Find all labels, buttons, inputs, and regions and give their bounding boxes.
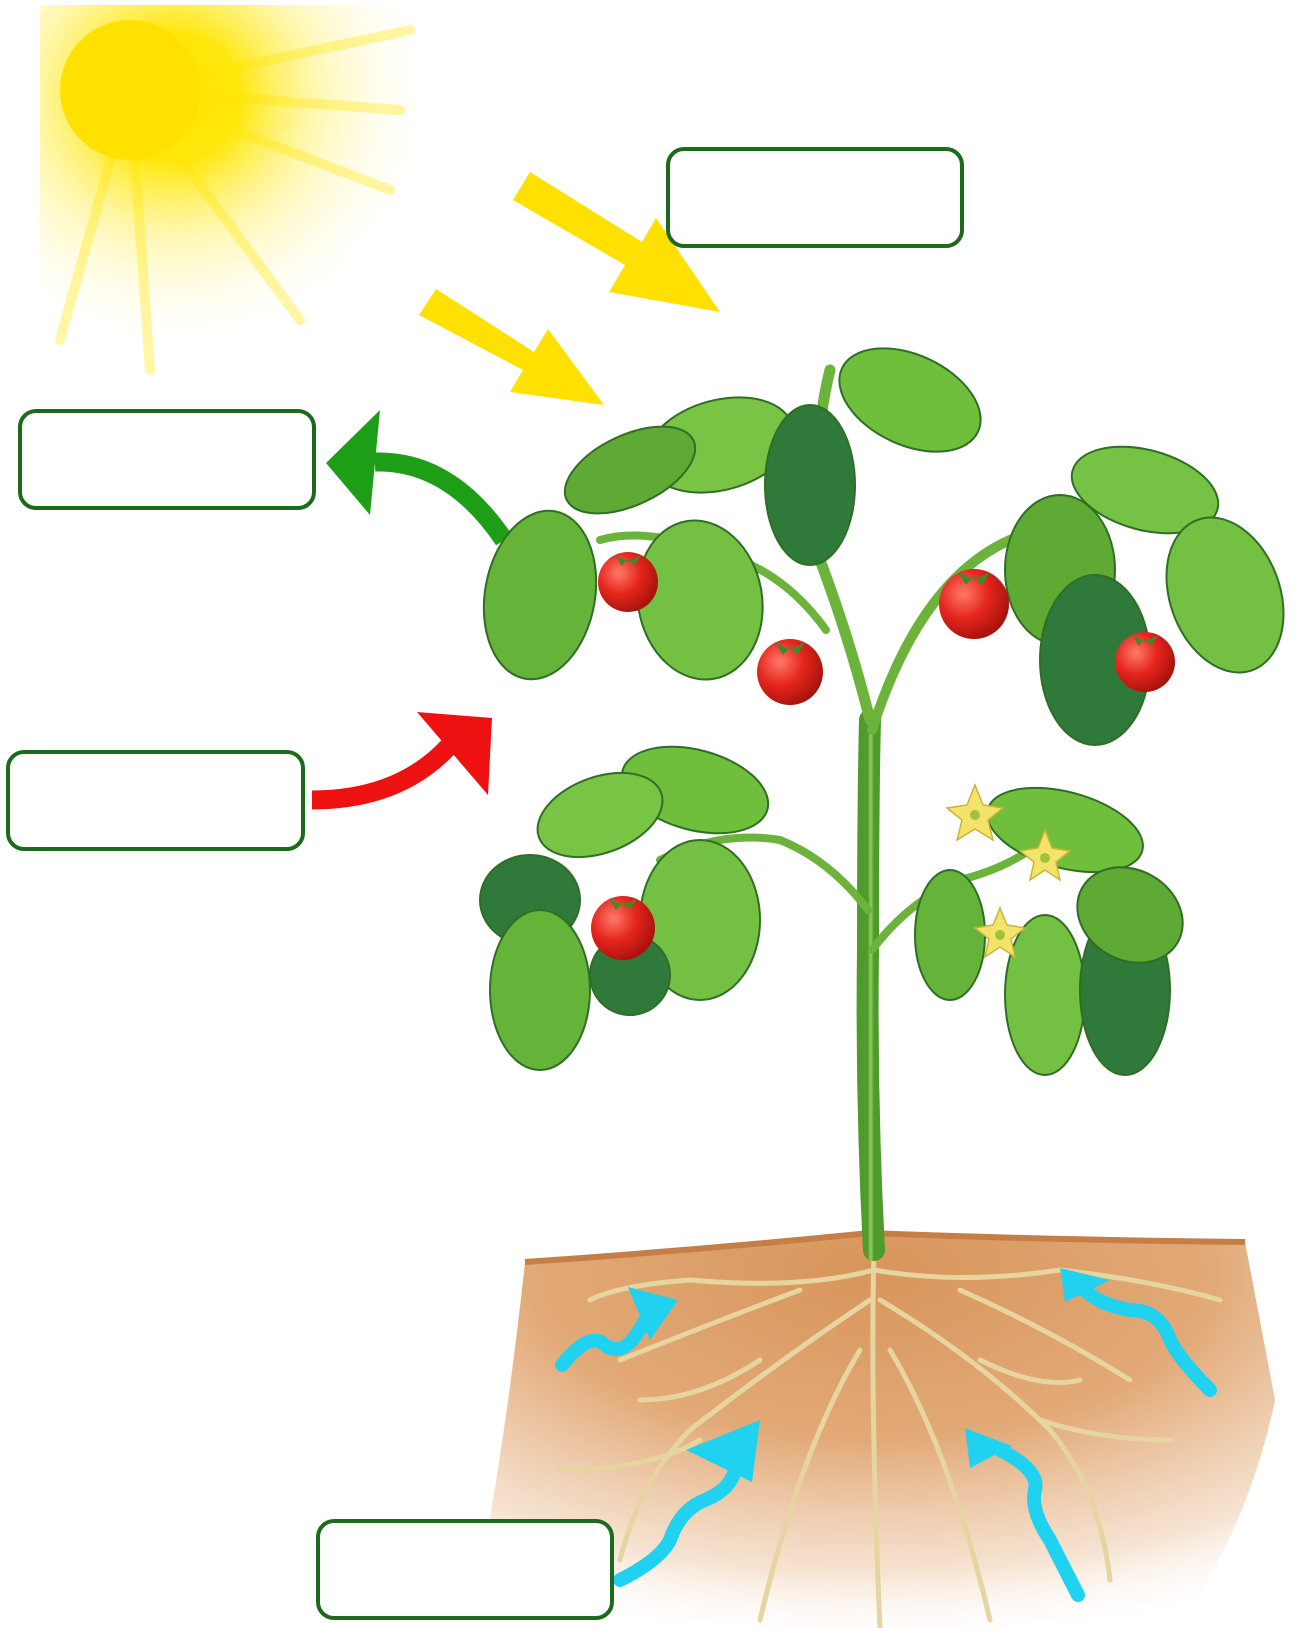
leaf <box>915 870 985 1000</box>
leaf <box>490 910 590 1070</box>
tomato <box>757 639 823 705</box>
oxygen-label-box[interactable] <box>18 409 316 510</box>
sunlight-arrow-lower <box>419 289 604 405</box>
leaf <box>765 405 855 565</box>
water-label-box[interactable] <box>316 1519 614 1620</box>
sun-icon <box>40 5 420 375</box>
leaf <box>1005 915 1085 1075</box>
tomato <box>591 896 655 960</box>
carbon-dioxide-arrow <box>312 712 492 800</box>
tomato <box>598 552 658 612</box>
carbon-dioxide-label-box[interactable] <box>6 750 305 851</box>
sunlight-label-box[interactable] <box>666 147 964 248</box>
tomato <box>939 569 1009 639</box>
tomato <box>1115 632 1175 692</box>
oxygen-arrow <box>326 410 504 540</box>
